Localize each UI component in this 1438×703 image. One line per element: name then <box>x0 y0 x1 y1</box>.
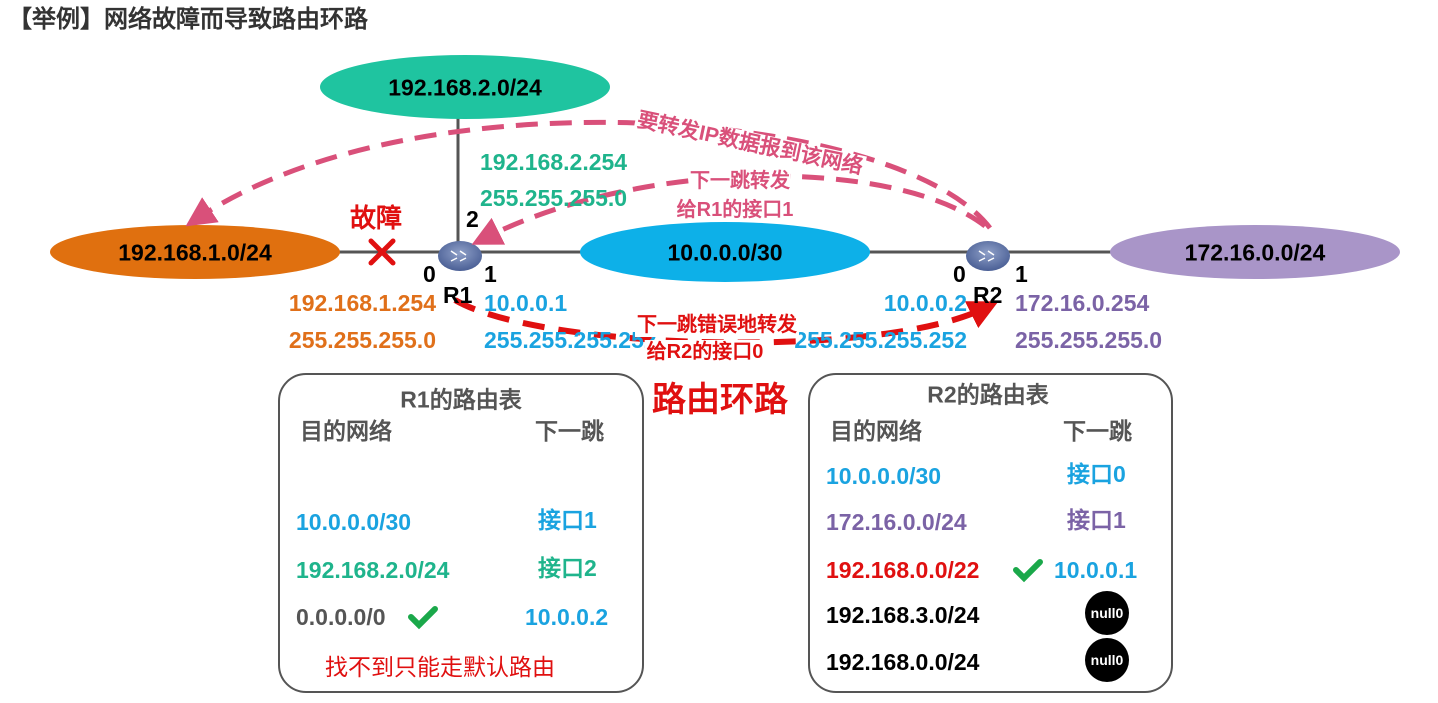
r1-if2-ip: 192.168.2.254 <box>480 149 628 175</box>
network-right-ellipse <box>1110 225 1400 279</box>
r2-row-next: 10.0.0.1 <box>1054 557 1138 583</box>
r2-row-next-null0-badge: null0 <box>1085 638 1129 682</box>
r1-row-dest: 10.0.0.0/30 <box>296 509 412 535</box>
r2-if1-label: 1 <box>1015 261 1028 287</box>
wrong-annotation-2: 给R2的接口0 <box>644 340 766 364</box>
fault-label: 故障 <box>350 203 403 233</box>
r2-row-dest: 172.16.0.0/24 <box>826 509 967 535</box>
network-middle-label: 10.0.0.0/30 <box>667 239 783 266</box>
nexthop-arrow-r1 <box>471 173 987 245</box>
r2-if0-label: 0 <box>953 261 966 287</box>
r2-routing-table <box>808 373 1173 693</box>
network-left-label: 192.168.1.0/24 <box>118 239 272 266</box>
r1-col-dest: 目的网络 <box>300 418 392 444</box>
r1-if2-mask: 255.255.255.0 <box>480 185 628 211</box>
network-top-ellipse <box>320 55 610 119</box>
r1-if1-ip: 10.0.0.1 <box>484 290 568 316</box>
r1-if0-mask: 255.255.255.0 <box>288 327 436 353</box>
r1-if2-label: 2 <box>466 206 479 232</box>
network-middle-ellipse <box>580 222 870 282</box>
network-left-ellipse <box>50 225 340 279</box>
r1-name: R1 <box>443 282 473 308</box>
r2-row-next: 接口1 <box>1067 507 1126 533</box>
check-icon-r2 <box>1013 559 1043 583</box>
r1-table-title: R1的路由表 <box>400 386 522 413</box>
r1-row-next: 接口2 <box>538 555 597 581</box>
r1-if0-label: 0 <box>423 261 436 287</box>
r2-row-next-null0-badge: null0 <box>1085 591 1129 635</box>
r2-if1-ip: 172.16.0.254 <box>1015 290 1150 316</box>
r2-name: R2 <box>973 282 1003 308</box>
r2-row-next: 接口0 <box>1067 461 1126 487</box>
forward-arrow-big <box>185 119 992 230</box>
nexthop-annotation-2: 给R1的接口1 <box>676 199 794 221</box>
r1-if1-label: 1 <box>484 261 497 287</box>
fault-x-icon <box>368 238 396 266</box>
r2-row-dest: 192.168.0.0/22 <box>826 557 980 583</box>
r2-table-title: R2的路由表 <box>927 381 1049 408</box>
r1-row-dest: 192.168.2.0/24 <box>296 557 450 583</box>
r2-row-dest: 10.0.0.0/30 <box>826 463 942 489</box>
nexthop-annotation-1: 下一跳转发 <box>690 170 790 192</box>
wrong-annotation-1: 下一跳错误地转发 <box>635 313 799 337</box>
r1-row-dest: 0.0.0.0/0 <box>296 604 386 630</box>
loop-label: 路由环路 <box>652 381 788 419</box>
r1-row-next: 接口1 <box>538 507 597 533</box>
r2-row-dest: 192.168.3.0/24 <box>826 602 980 628</box>
r1-if1-mask: 255.255.255.252 <box>484 327 657 353</box>
r2-if0-ip: 10.0.0.2 <box>883 290 967 316</box>
page-title: 【举例】网络故障而导致路由环路 <box>8 6 368 33</box>
r2-row-dest: 192.168.0.0/24 <box>826 649 980 675</box>
network-right-label: 172.16.0.0/24 <box>1184 239 1326 266</box>
r2-col-dest: 目的网络 <box>830 418 922 444</box>
r2-if1-mask: 255.255.255.0 <box>1015 327 1163 353</box>
r2-if0-mask: 255.255.255.252 <box>794 327 967 353</box>
r1-col-next: 下一跳 <box>535 418 604 444</box>
r1-table-note: 找不到只能走默认路由 <box>325 654 555 680</box>
r1-row-next: 10.0.0.2 <box>525 604 609 630</box>
r1-if0-ip: 192.168.1.254 <box>288 290 436 316</box>
router-r1-icon <box>438 241 482 271</box>
check-icon-r1 <box>408 606 438 630</box>
r1-routing-table <box>278 373 644 693</box>
r2-col-next: 下一跳 <box>1063 418 1132 444</box>
network-top-label: 192.168.2.0/24 <box>388 74 542 101</box>
router-r2-icon <box>966 241 1010 271</box>
